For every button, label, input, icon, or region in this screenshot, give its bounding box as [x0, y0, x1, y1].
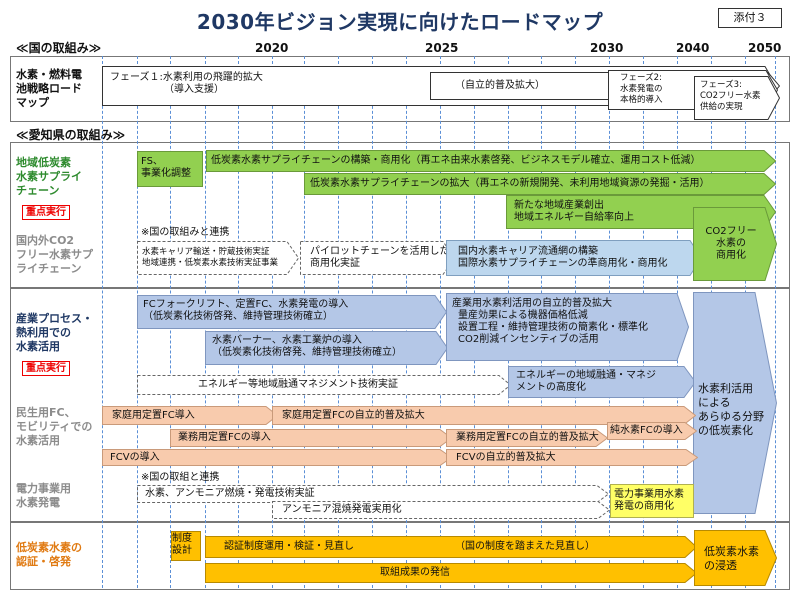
cat6-c1-box [171, 531, 201, 561]
cat3-b1-text: FCフォークリフト、定置FC、水素発電の導入（低炭素化技術啓発、維持管理技術確立… [143, 299, 349, 322]
cat5-label: 電力事業用水素発電 [16, 482, 71, 509]
cat4-r3b-text: FCVの自立的普及拡大 [456, 452, 556, 463]
cat3-e2-text: エネルギーの地域融通・マネジメントの高度化 [516, 370, 656, 393]
cat6-c5-text: 低炭素水素の浸透 [704, 545, 759, 572]
cat1-fs-text: FS、事業化調整 [141, 156, 191, 179]
cat5-b1 [137, 485, 609, 503]
gridline [775, 56, 776, 588]
cat1-fs-box [137, 151, 203, 187]
cat1-bar3-text: 新たな地域産業創出地域エネルギー自給率向上 [514, 200, 634, 223]
year-2025: 2025 [425, 41, 459, 55]
cat3-b2 [205, 331, 448, 365]
year-2050: 2050 [748, 41, 782, 55]
cat1-bar2 [304, 173, 776, 195]
phase2-text: フェーズ2:水素発電の本格的導入 [620, 73, 663, 105]
cat2-d1-text: 水素キャリア輸送・貯蔵技術実証地域連携・低炭素水素技術実証事業 [142, 247, 279, 268]
national-label: 水素・燃料電池戦略ロードマップ [16, 68, 82, 109]
cat5-b3-text: 電力事業用水素発電の商用化 [614, 489, 684, 512]
cat5-b1-text: 水素、アンモニア燃焼・発電技術実証 [145, 488, 315, 499]
cat2-d3-text: 国内水素キャリア流通網の構築国際水素サプライチェーンの準商用化・商用化 [458, 246, 668, 269]
cat4-r3a [102, 449, 452, 466]
cat4-r2b [446, 429, 608, 447]
cat2-note: ※国の取組みと連携 [141, 227, 230, 238]
cat1-priority-tag: 重点実行 [22, 205, 70, 220]
cat6-c2-text: 認証制度運用・検証・見直し [224, 541, 354, 552]
cat5-b3-box [610, 484, 694, 518]
cat4-r2a-text: 業務用定置FCの導入 [178, 432, 271, 443]
cat6-c3-text: （国の制度を踏まえた見直し） [455, 541, 595, 552]
gridline [102, 56, 103, 588]
cat4-r2b-text: 業務用定置FCの自立的普及拡大 [456, 432, 599, 443]
phase1-text: フェーズ１:水素利用の飛躍的拡大（導入支援） [110, 72, 263, 95]
cat4-label: 民生用FC、モビリティでの水素活用 [16, 406, 93, 447]
cat4-pure-text: 純水素FCの導入 [610, 425, 683, 436]
big-lowcarbon-arrow [693, 292, 777, 514]
gridline [440, 56, 441, 588]
cat1-bar2-text: 低炭素水素サプライチェーンの拡大（再エネの新規開発、未利用地域資源の発掘・活用） [310, 178, 710, 189]
cat6-label: 低炭素水素の認証・啓発 [16, 541, 82, 568]
phase1b-text: （自立的普及拡大） [455, 80, 545, 91]
cat3-label: 産業プロセス・熱利用での水素活用 [16, 312, 93, 353]
cat4-r1a [102, 406, 278, 425]
cat3-e2 [508, 366, 696, 398]
cat6-c4 [205, 563, 697, 583]
cat2-d1 [137, 241, 299, 275]
cat4-r2a [170, 429, 452, 447]
cat6-c1-text: 制度設計 [172, 533, 192, 556]
cat3-e1-text: エネルギー等地域融通マネジメント技術実証 [198, 379, 398, 390]
cat4-r3b [446, 449, 698, 466]
section-national: ≪国の取組み≫ [16, 41, 102, 55]
section-aichi: ≪愛知県の取組み≫ [16, 128, 126, 142]
cat5-b2 [272, 501, 610, 519]
cat6-c2 [205, 536, 697, 558]
cat5-b2-text: アンモニア混焼発電実用化 [282, 504, 402, 515]
year-2040: 2040 [676, 41, 710, 55]
attachment-badge: 添付３ [718, 8, 782, 28]
year-2020: 2020 [255, 41, 289, 55]
cat6-c5 [694, 530, 777, 586]
page-title: 2030年ビジョン実現に向けたロードマップ [196, 10, 604, 34]
cat1-bar1 [206, 150, 776, 172]
cat4-pure [607, 422, 697, 440]
cat1-bar1-text: 低炭素水素サプライチェーンの構築・商用化（再エネ由来水素啓発、ビジネスモデル確立… [211, 155, 701, 166]
cat4-r1a-text: 家庭用定置FC導入 [112, 410, 195, 421]
cat4-r1b [272, 406, 696, 425]
year-2030: 2030 [590, 41, 624, 55]
cat6-c4-text: 取組成果の発信 [380, 567, 450, 578]
cat3-b3-text: 産業用水素利活用の自立的普及拡大量産効果による機器価格低減設置工程・維持管理技術… [452, 298, 648, 345]
cat4-r3a-text: FCVの導入 [110, 452, 160, 463]
phase3-text: フェーズ3:CO2フリー水素供給の実現 [700, 80, 761, 112]
phase3-arrow [694, 76, 780, 120]
cat3-b1 [137, 295, 447, 329]
cat5-note: ※国の取組と連携 [141, 472, 220, 483]
cat3-priority-tag: 重点実行 [22, 361, 70, 376]
cat2-d4-text: CO2フリー水素の商用化 [705, 226, 757, 261]
cat3-e1 [137, 375, 511, 395]
cat2-d4 [693, 207, 777, 281]
cat3-b3 [446, 293, 689, 361]
big-lowcarbon-text: 水素利活用によるあらゆる分野の低炭素化 [698, 382, 764, 437]
cat2-d2-text: パイロットチェーンを活用した商用化実証 [310, 246, 450, 269]
cat1-label: 地域低炭素水素サプライチェーン [16, 156, 82, 197]
cat3-b2-text: 水素バーナー、水素工業炉の導入（低炭素化技術啓発、維持管理技術確立） [212, 335, 402, 358]
cat4-r1b-text: 家庭用定置FCの自立的普及拡大 [282, 410, 425, 421]
